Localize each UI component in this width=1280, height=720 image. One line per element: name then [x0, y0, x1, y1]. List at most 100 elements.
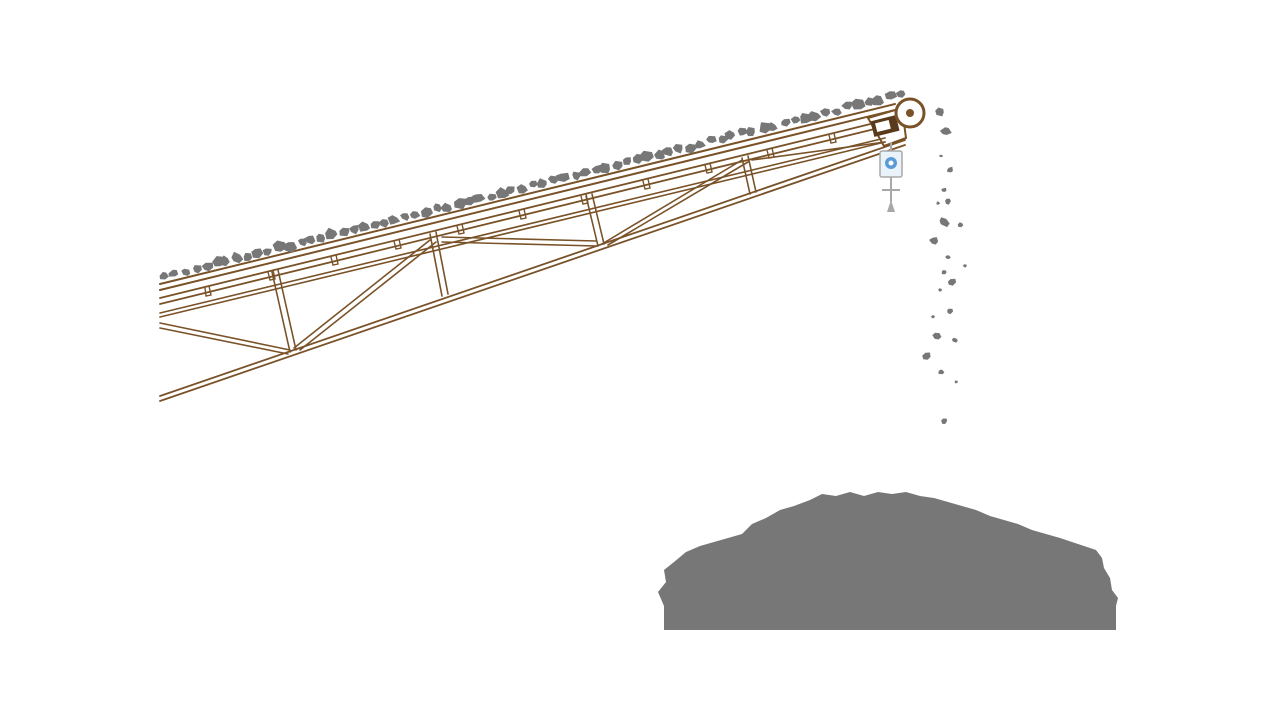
material-rock — [181, 268, 191, 276]
material-rock — [461, 196, 476, 206]
material-rock — [895, 90, 906, 98]
material-rock — [349, 225, 359, 235]
material-rock — [661, 147, 673, 157]
material-rock — [440, 202, 452, 212]
material-rock — [231, 251, 244, 264]
belt-bottom — [159, 109, 896, 291]
material-rock — [941, 187, 947, 192]
material-rock — [922, 352, 931, 360]
material-rock — [168, 269, 179, 277]
conveyor-truss — [159, 103, 908, 402]
material-rock — [745, 127, 755, 137]
material-rock — [939, 217, 950, 228]
material-rock — [954, 380, 958, 384]
material-rock — [516, 184, 528, 194]
material-rock — [272, 240, 288, 252]
material-rock — [695, 140, 706, 149]
mid-chord-upper — [159, 137, 886, 314]
material-rock — [737, 127, 748, 136]
material-rock — [935, 107, 944, 117]
material-rock — [938, 369, 945, 375]
material-rock — [281, 242, 298, 253]
material-rock — [201, 262, 214, 272]
material-rock — [262, 248, 272, 256]
belt-top — [159, 103, 896, 285]
material-rock — [929, 237, 939, 245]
truss-posts — [271, 155, 757, 353]
level-sensor-icon — [879, 142, 903, 212]
material-rock — [766, 122, 778, 131]
mid-chord-lower — [159, 141, 886, 318]
material-rock — [870, 95, 884, 106]
head-frame — [866, 106, 908, 148]
material-rock — [841, 101, 852, 110]
material-rock — [358, 221, 371, 232]
material-rock — [947, 278, 957, 286]
material-rock — [808, 111, 822, 122]
material-rock — [316, 233, 326, 243]
material-rock — [654, 149, 665, 160]
bottom-chord-lower — [159, 144, 906, 402]
material-rock — [962, 264, 967, 268]
material-rock — [591, 164, 602, 174]
material-rock — [298, 238, 307, 247]
material-rock — [599, 162, 610, 174]
head-pulley-icon — [894, 97, 926, 129]
material-rock — [495, 187, 510, 199]
falling-material — [922, 107, 967, 425]
material-rock — [547, 175, 558, 184]
top-chord-lower — [159, 123, 896, 305]
material-rock — [243, 252, 253, 262]
material-rock — [537, 178, 547, 188]
belt-material — [159, 90, 906, 280]
material-rock — [932, 332, 942, 340]
material-rock — [724, 130, 736, 140]
material-rock — [936, 201, 941, 205]
material-rock — [938, 288, 942, 292]
material-rock — [555, 172, 570, 182]
material-rock — [220, 255, 230, 267]
material-rock — [409, 211, 421, 219]
material-rock — [957, 222, 964, 228]
material-rock — [850, 98, 866, 110]
material-rock — [420, 207, 433, 218]
material-rock — [159, 271, 169, 280]
material-rock — [706, 135, 717, 143]
material-rock — [572, 171, 581, 181]
material-rock — [939, 154, 944, 158]
truss-diagonals — [159, 141, 886, 355]
top-chord-upper — [159, 117, 896, 299]
material-rock — [400, 213, 410, 221]
material-rock — [529, 180, 538, 188]
material-rock — [939, 127, 952, 135]
material-rock — [339, 227, 350, 237]
bottom-chord-upper — [159, 139, 906, 397]
material-rock — [639, 150, 654, 162]
material-rock — [505, 186, 515, 195]
material-rock — [947, 166, 953, 173]
material-rock — [472, 194, 486, 203]
material-rock — [819, 108, 831, 117]
idlers — [204, 132, 837, 297]
material-rock — [884, 91, 898, 100]
material-rock — [378, 219, 389, 228]
material-rock — [941, 418, 948, 425]
material-rock — [945, 198, 951, 205]
material-rock — [945, 255, 951, 260]
material-rock — [781, 118, 791, 127]
material-rock — [672, 144, 683, 154]
material-rock — [370, 221, 380, 229]
material-rock — [433, 203, 442, 213]
stockpile — [658, 492, 1118, 630]
material-rock — [622, 157, 631, 165]
material-rock — [790, 116, 801, 124]
material-rock — [947, 308, 954, 315]
material-rock — [685, 143, 697, 154]
material-rock — [387, 215, 401, 225]
material-rock — [941, 270, 947, 275]
material-rock — [303, 235, 316, 245]
material-rock — [251, 248, 264, 259]
material-rock — [951, 337, 958, 343]
material-rock — [831, 108, 842, 116]
